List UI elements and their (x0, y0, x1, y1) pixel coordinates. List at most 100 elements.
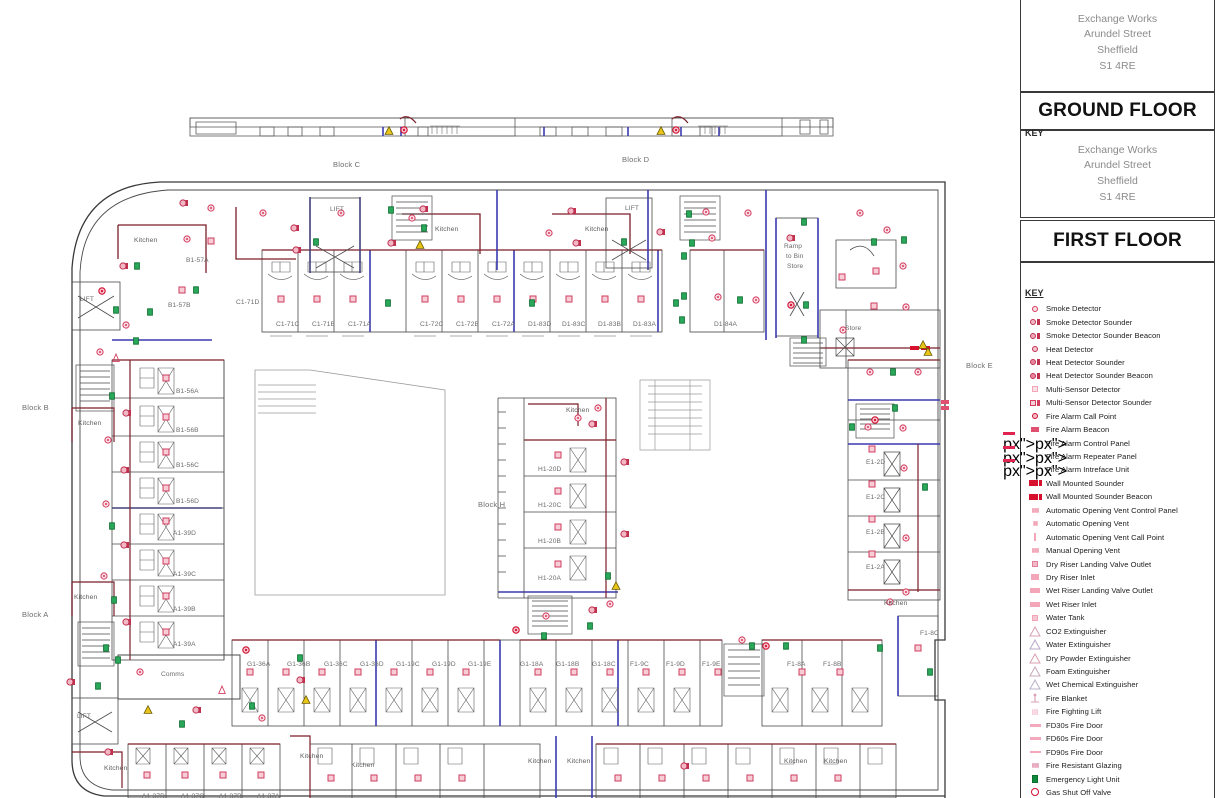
legend-row[interactable]: Wall Mounted Sounder (1020, 477, 1215, 490)
dry-powder-extinguisher-icon (1024, 652, 1046, 664)
manual-opening-vent-icon: ▮▮▮ (1031, 548, 1040, 555)
legend-row[interactable]: px">px">Fire Alarm Intreface Unit (1003, 459, 1215, 480)
legend-row[interactable]: Wet Riser Inlet (1020, 598, 1215, 611)
room-label: B1-57B (168, 302, 191, 309)
legend-label: Automatic Opening Vent Control Panel (1046, 505, 1178, 515)
room-label: D1-83D (528, 321, 552, 328)
legend-row[interactable]: Multi-Sensor Detector (1020, 383, 1215, 396)
room-label: E1-2A (866, 564, 885, 571)
kitchen-label: Kitchen (134, 237, 158, 244)
room-label: B1-56A (176, 388, 199, 395)
legend-row[interactable]: px">px">Fire Alarm Control Panel (1003, 432, 1215, 453)
room-label: E1-2B (866, 529, 885, 536)
legend-row[interactable]: Wet Riser Landing Valve Outlet (1020, 584, 1215, 597)
legend-row[interactable]: ▮▮Automatic Opening Vent (1020, 517, 1215, 530)
fire-resistant-glazing-icon: ▮▮▮ (1031, 763, 1040, 770)
room-label: H1-20D (538, 466, 562, 473)
legend-row[interactable]: Wall Mounted Sounder Beacon (1020, 490, 1215, 503)
legend-row[interactable]: Heat Detector Sounder Beacon (1020, 369, 1215, 382)
legend-row[interactable]: Water Tank (1020, 611, 1215, 624)
block-label: Block C (333, 160, 361, 169)
kitchen-label: Kitchen (78, 420, 102, 427)
legend-label: Wet Riser Landing Valve Outlet (1046, 586, 1153, 596)
legend-row[interactable]: Smoke Detector Sounder (1020, 315, 1215, 328)
wet-riser-landing-valve-outlet-icon (1024, 588, 1046, 594)
wall-mounted-sounder-icon (1024, 480, 1046, 487)
kitchen-label: Kitchen (567, 758, 591, 765)
room-label: C1-71A (348, 321, 371, 328)
legend-label: Multi-Sensor Detector (1046, 384, 1121, 394)
kitchen-label: Kitchen (300, 753, 324, 760)
legend-label: Dry Powder Extinguisher (1046, 653, 1131, 663)
legend-label: Smoke Detector Sounder Beacon (1046, 331, 1161, 341)
room-label: B1-56B (176, 427, 199, 434)
legend-label: Emergency Light Unit (1046, 774, 1120, 784)
room-label: B1-57A (186, 257, 209, 264)
room-label: D1-83A (633, 321, 656, 328)
legend-row[interactable]: Heat Detector (1020, 342, 1215, 355)
legend-row[interactable]: px">px">Fire Alarm Repeater Panel (1003, 445, 1215, 467)
legend-row[interactable]: ▮▮▮Fire Resistant Glazing (1020, 759, 1215, 772)
legend-label: Heat Detector (1046, 344, 1094, 354)
legend-row[interactable]: Smoke Detector Sounder Beacon (1020, 329, 1215, 342)
legend-label: Dry Riser Inlet (1046, 572, 1095, 582)
kitchen-label: Kitchen (884, 600, 908, 607)
legend-row[interactable]: FD30s Fire Door (1020, 719, 1215, 732)
legend-label: Wet Chemical Extinguisher (1046, 680, 1139, 690)
legend-row[interactable]: FD90s Fire Door (1020, 745, 1215, 758)
fire-alarm-interface-unit-icon: px">px"> (1003, 459, 1067, 480)
legend-row[interactable]: ▮▮▮Automatic Opening Vent Control Panel (1020, 504, 1215, 517)
legend-label: Wall Mounted Sounder Beacon (1046, 492, 1153, 502)
kitchen-label: Kitchen (351, 762, 375, 769)
legend-label: Smoke Detector Sounder (1046, 317, 1133, 327)
legend-row[interactable]: Water Extinguisher (1020, 638, 1215, 651)
smoke-detector-icon (1024, 305, 1046, 312)
fd30s-fire-door-icon (1024, 723, 1046, 727)
dry-riser-landing-valve-outlet-icon (1024, 561, 1046, 568)
kitchen-label: Kitchen (104, 765, 128, 772)
legend-row[interactable]: ▮▮▮Manual Opening Vent (1020, 544, 1215, 557)
foam-extinguisher-icon (1024, 666, 1046, 677)
room-label: C1-71C (276, 321, 300, 328)
legend-row[interactable]: Foam Extinguisher (1020, 665, 1215, 678)
legend-row[interactable]: Dry Powder Extinguisher (1020, 651, 1215, 664)
first-floor-title: FIRST FLOOR (1053, 230, 1182, 251)
address-line: S1 4RE (1099, 59, 1136, 72)
smoke-detector-sounder-icon (1024, 319, 1046, 326)
legend-row[interactable]: Multi-Sensor Detector Sounder (1020, 396, 1215, 409)
legend-label: Wet Riser Inlet (1046, 599, 1097, 609)
room-label: A1-39C (173, 571, 196, 578)
legend-row[interactable]: Automatic Opening Vent Call Point (1020, 530, 1215, 543)
room-label: D1-84A (714, 321, 737, 328)
legend-row[interactable]: Gas Shut Off Valve (1020, 786, 1215, 798)
fire-alarm-beacon-icon (1024, 427, 1046, 433)
legend-row[interactable]: CO2 Extinguisher (1020, 625, 1215, 638)
room-label: G1-18B (556, 661, 580, 668)
legend-row[interactable]: ▤Fire Fighting Lift (1020, 705, 1215, 718)
co2-extinguisher-icon (1024, 625, 1046, 637)
address-line: Sheffield (1097, 44, 1138, 56)
legend-label: Foam Extinguisher (1046, 667, 1111, 677)
room-label: F1-9C (630, 661, 649, 668)
room-label: C1-71D (236, 299, 260, 306)
room-label: A1-39B (173, 606, 196, 613)
floor-plan-drawing[interactable]: H (0, 0, 1015, 798)
legend-row[interactable]: FD60s Fire Door (1020, 732, 1215, 745)
legend-row[interactable]: Fire Alarm Beacon (1020, 423, 1215, 436)
legend-row[interactable]: Smoke Detector (1020, 302, 1215, 315)
room-label: F1-9D (666, 661, 685, 668)
heat-detector-sounder-icon (1024, 359, 1046, 366)
legend-label: Dry Riser Landing Valve Outlet (1046, 559, 1152, 569)
legend-row[interactable]: Dry Riser Landing Valve Outlet (1020, 557, 1215, 570)
room-label: A1-37D (142, 793, 165, 798)
legend-row[interactable]: Heat Detector Sounder (1020, 356, 1215, 369)
legend-row[interactable]: Fire Blanket (1020, 692, 1215, 705)
legend-row[interactable]: Fire Alarm Call Point (1020, 410, 1215, 423)
legend-row[interactable]: Wet Chemical Extinguisher (1020, 678, 1215, 691)
room-label: G1-19C (396, 661, 420, 668)
wet-riser-inlet-icon (1024, 601, 1046, 607)
legend-label: Fire Alarm Beacon (1046, 425, 1110, 435)
legend-row[interactable]: Emergency Light Unit (1020, 772, 1215, 785)
legend-row[interactable]: Dry Riser Inlet (1020, 571, 1215, 584)
